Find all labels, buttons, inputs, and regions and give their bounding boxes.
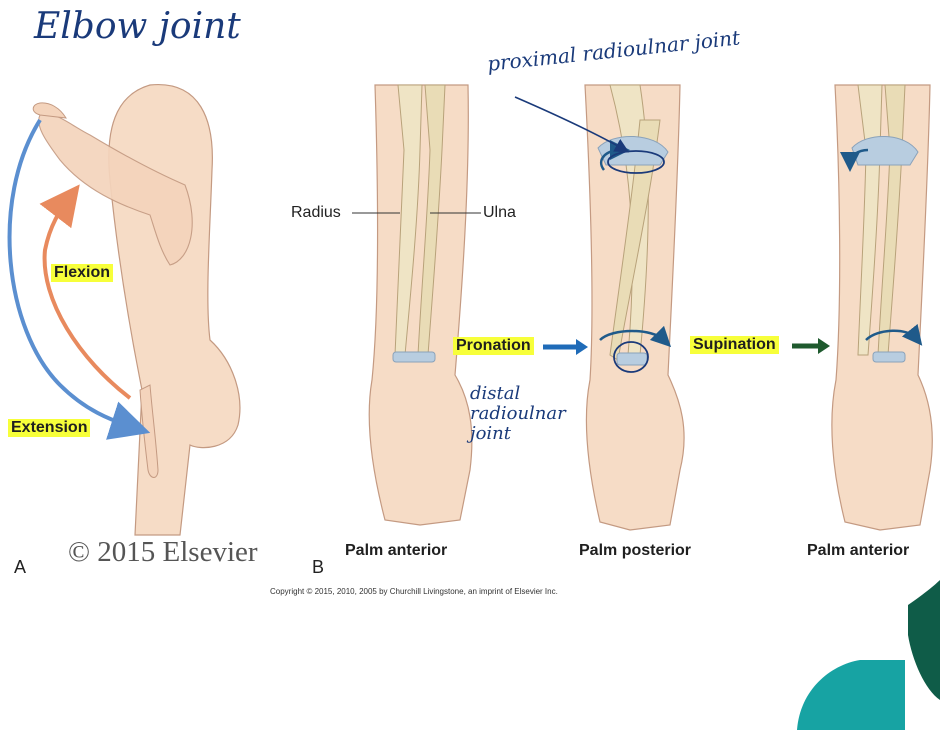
handwritten-distal-label: distal radioulnar joint bbox=[470, 384, 566, 444]
pronation-label: Pronation bbox=[453, 337, 534, 355]
watermark: © 2015 Elsevier bbox=[68, 536, 258, 569]
extension-label: Extension bbox=[8, 419, 90, 437]
forearm-palm-anterior-1 bbox=[369, 85, 472, 525]
palm-anterior-label-1: Palm anterior bbox=[345, 542, 447, 560]
handwritten-title: Elbow joint bbox=[34, 6, 241, 47]
copyright-notice: Copyright © 2015, 2010, 2005 by Churchil… bbox=[270, 587, 558, 596]
flexion-label: Flexion bbox=[51, 264, 113, 282]
panel-a-label: A bbox=[14, 557, 26, 578]
ulna-label: Ulna bbox=[483, 204, 516, 222]
pronation-arrowhead bbox=[576, 339, 588, 355]
forearm-palm-anterior-2 bbox=[832, 85, 932, 530]
supination-arrowhead bbox=[818, 338, 830, 354]
dark-green-shape bbox=[908, 580, 940, 700]
palm-anterior-label-2: Palm anterior bbox=[807, 542, 909, 560]
teal-shape bbox=[797, 660, 905, 730]
palm-posterior-label: Palm posterior bbox=[579, 542, 691, 560]
supination-label: Supination bbox=[690, 336, 779, 354]
panel-b-label: B bbox=[312, 557, 324, 578]
body-side-view bbox=[33, 85, 240, 535]
radius-label: Radius bbox=[291, 204, 341, 222]
